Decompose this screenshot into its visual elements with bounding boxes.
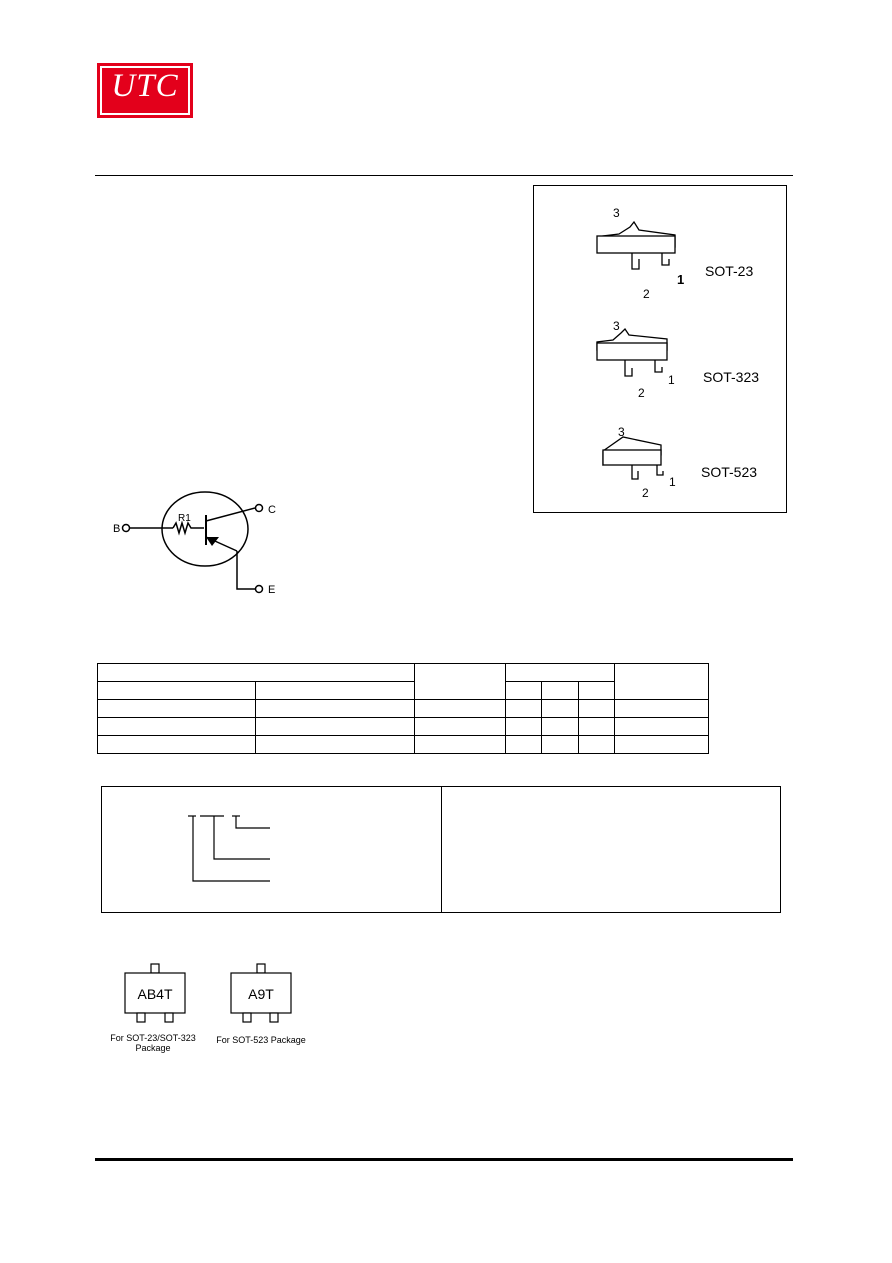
chip-a9t-caption-line1: For SOT-523 Package	[216, 1035, 306, 1045]
table-cell	[414, 717, 506, 736]
emitter-terminal	[254, 584, 264, 594]
sot523-name: SOT-523	[701, 464, 757, 480]
sot323-front-face	[596, 342, 668, 361]
package-drawings: 3 2 1 SOT-23 3 2 1 SOT-323 3 2 1 SOT-523	[596, 206, 759, 500]
sot523-pin2-label: 2	[642, 486, 649, 500]
table-cell	[614, 699, 709, 718]
sot23-pin2-label: 2	[643, 287, 650, 301]
table-cell	[505, 663, 615, 682]
header-rule	[95, 175, 793, 176]
sot323-pin2-label: 2	[638, 386, 645, 400]
bracket-line-2	[213, 816, 270, 860]
table-row	[97, 717, 709, 736]
sot523-drawing	[602, 436, 664, 480]
transistor-schematic: B C E R1	[113, 491, 276, 596]
table-cell	[505, 699, 542, 718]
table-cell	[614, 735, 709, 754]
package-outline-box	[533, 185, 787, 513]
table-cell	[614, 663, 709, 700]
table-cell	[255, 717, 415, 736]
table-cell	[414, 699, 506, 718]
sot523-pin3-label: 3	[618, 425, 625, 439]
sot23-pin1	[661, 253, 670, 266]
chip-ab4t-code: AB4T	[137, 986, 172, 1002]
sot323-pin2	[624, 360, 633, 377]
footer-rule	[95, 1158, 793, 1161]
table-cell	[97, 663, 415, 682]
table-cell	[255, 735, 415, 754]
table-cell	[614, 717, 709, 736]
bracket-line-3	[192, 816, 270, 882]
table-cell	[255, 699, 415, 718]
table-cell	[255, 681, 415, 700]
sot323-pin1-label: 1	[668, 373, 675, 387]
sot23-pin2	[631, 253, 640, 270]
chip-ab4t-caption-line2: Package	[135, 1043, 170, 1053]
collector-label: C	[268, 504, 276, 516]
table-row	[97, 735, 709, 754]
part-number-divider	[441, 786, 442, 913]
utc-logo: UTC	[97, 63, 193, 118]
table-cell	[414, 663, 506, 700]
sot23-drawing	[596, 220, 676, 270]
chip-ab4t-caption-line1: For SOT-23/SOT-323	[110, 1033, 196, 1043]
table-cell	[578, 681, 615, 700]
logo-text: UTC	[111, 68, 179, 104]
bracket-line-1	[235, 816, 270, 829]
collector-lead	[205, 507, 256, 522]
sot23-pin1-label: 1	[677, 272, 684, 287]
table-cell	[97, 681, 256, 700]
table-cell	[541, 735, 579, 754]
sot523-pin1-label: 1	[669, 475, 676, 489]
logo-frame	[100, 66, 190, 115]
sot23-front-face	[596, 235, 676, 254]
table-row	[97, 663, 709, 700]
table-row	[97, 699, 709, 718]
table-cell	[578, 699, 615, 718]
table-cell	[541, 699, 579, 718]
table-cell	[97, 717, 256, 736]
sot323-name: SOT-323	[703, 369, 759, 385]
emitter-arrow	[206, 537, 219, 546]
sot323-pin1	[654, 360, 663, 373]
sot23-name: SOT-23	[705, 263, 753, 279]
table-cell	[97, 735, 256, 754]
collector-terminal	[254, 503, 264, 513]
sot523-pin1	[656, 465, 664, 476]
emitter-wire	[236, 551, 255, 590]
resistor-r1	[172, 520, 204, 536]
sot323-pin3-label: 3	[613, 319, 620, 333]
sot523-front-face	[602, 449, 662, 466]
table-cell	[541, 681, 579, 700]
resistor-label: R1	[178, 513, 191, 524]
sot523-pin2	[631, 465, 639, 480]
ordering-information-table	[97, 663, 709, 754]
sot23-pin3-label: 3	[613, 206, 620, 220]
table-cell	[97, 699, 256, 718]
emitter-label: E	[268, 584, 275, 596]
table-cell	[578, 717, 615, 736]
marking-drawings: AB4T A9T For SOT-23/SOT-323 Package For …	[110, 963, 306, 1053]
base-label: B	[113, 523, 120, 535]
table-cell	[414, 735, 506, 754]
table-cell	[505, 681, 542, 700]
table-cell	[541, 717, 579, 736]
table-cell	[505, 717, 542, 736]
base-terminal	[121, 523, 131, 533]
part-number-brackets	[188, 815, 270, 882]
transistor-envelope	[161, 491, 249, 567]
table-cell	[578, 735, 615, 754]
chip-ab4t-body	[124, 972, 186, 1014]
chip-a9t-code: A9T	[248, 986, 274, 1002]
table-cell	[505, 735, 542, 754]
sot323-drawing	[596, 327, 668, 377]
chip-a9t-body	[230, 972, 292, 1014]
